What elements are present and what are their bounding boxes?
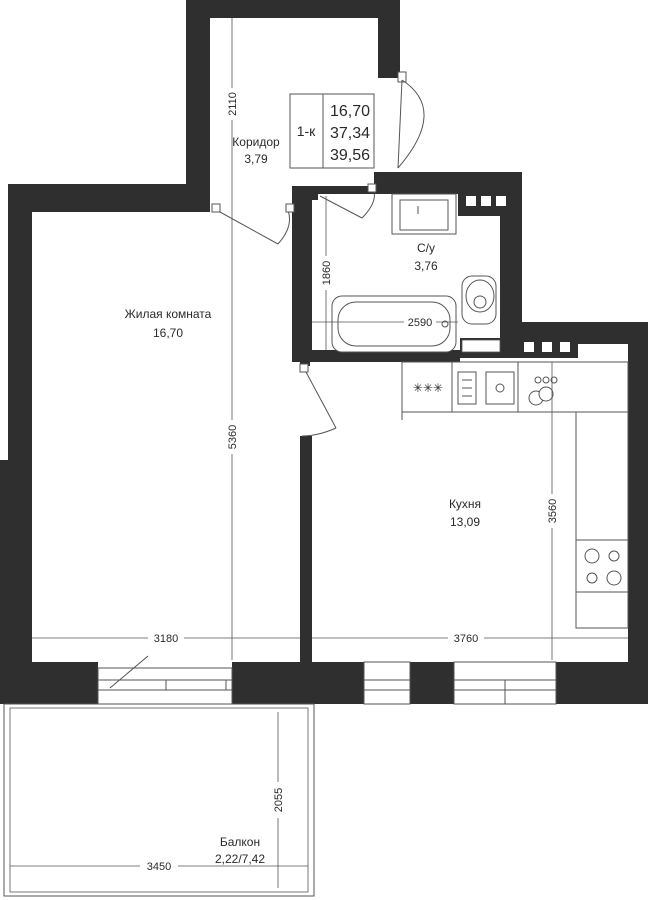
dim-balcony-width: 2055 xyxy=(273,788,285,812)
kitchen-area: 13,09 xyxy=(450,515,480,529)
vent-shafts xyxy=(461,196,570,353)
summary-box: 1-к 16,70 37,34 39,56 xyxy=(289,93,375,169)
dim-bath-width: 1860 xyxy=(321,261,333,285)
balcony-name: Балкон xyxy=(220,835,260,849)
corridor-area: 3,79 xyxy=(244,152,268,166)
dim-corridor: 2110 xyxy=(227,92,239,116)
bathroom-fixtures xyxy=(331,193,497,353)
dim-kitchen-length: 3560 xyxy=(547,499,559,523)
dim-kitchen-width: 3760 xyxy=(454,633,478,645)
kitchen-name: Кухня xyxy=(449,497,481,511)
total-area-value: 37,34 xyxy=(330,125,370,142)
living-room-area: 16,70 xyxy=(153,326,183,340)
bathroom-area: 3,76 xyxy=(414,259,438,273)
walls xyxy=(0,0,648,704)
dim-living-length: 5360 xyxy=(227,425,239,449)
apartment-type: 1-к xyxy=(297,123,316,139)
dimension-labels: 2110 5360 1860 2590 3560 3180 3760 2055 … xyxy=(140,88,559,873)
dim-living-width: 3180 xyxy=(154,633,178,645)
balcony-outline xyxy=(3,703,315,897)
total-area-balcony-value: 39,56 xyxy=(330,147,370,164)
stove-symbol: ✳✳✳ xyxy=(413,381,443,395)
room-labels: Коридор 3,79 Жилая комната 16,70 С/у 3,7… xyxy=(125,135,481,866)
living-area-value: 16,70 xyxy=(330,103,370,120)
corridor-name: Коридор xyxy=(232,135,280,149)
dim-bath-length: 2590 xyxy=(408,317,432,329)
dim-balcony-length: 3450 xyxy=(147,861,171,873)
doors xyxy=(211,71,425,437)
bathroom-name: С/у xyxy=(417,241,435,255)
windows xyxy=(97,655,557,705)
balcony-area: 2,22/7,42 xyxy=(215,852,265,866)
living-room-name: Жилая комната xyxy=(125,307,212,321)
kitchen-fixtures xyxy=(401,361,629,629)
